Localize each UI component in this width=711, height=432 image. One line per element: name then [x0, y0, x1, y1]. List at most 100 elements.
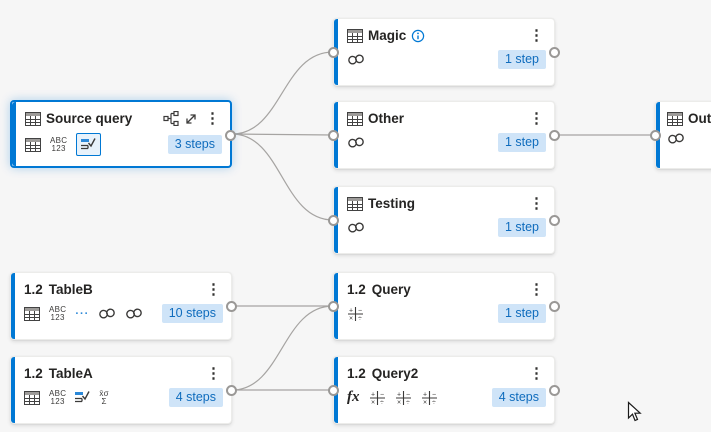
connector-source-testing — [231, 133, 334, 221]
svg-text:×: × — [349, 315, 353, 322]
link-step-icon[interactable] — [347, 222, 365, 233]
output-port[interactable] — [549, 130, 560, 141]
steps-badge[interactable]: 1 step — [497, 133, 546, 152]
steps-badge[interactable]: 4 steps — [168, 388, 223, 407]
link-step-icon[interactable] — [125, 308, 143, 319]
kebab-menu-button[interactable]: ⋮ — [529, 280, 544, 298]
accent-bar — [11, 273, 15, 339]
calculation-step-icon[interactable]: +−× ÷ — [347, 306, 364, 322]
steps-badge[interactable]: 1 step — [497, 304, 546, 323]
svg-text:−: − — [358, 307, 362, 314]
input-port[interactable] — [328, 130, 339, 141]
output-port[interactable] — [226, 301, 237, 312]
steps-badge[interactable]: 4 steps — [491, 388, 546, 407]
svg-text:÷: ÷ — [406, 399, 410, 406]
svg-text:×: × — [397, 399, 401, 406]
output-port[interactable] — [549, 301, 560, 312]
hidden-steps-ellipsis[interactable]: ··· — [75, 307, 90, 320]
calculation-step-icon[interactable]: +−×÷ — [395, 390, 412, 406]
svg-text:+: + — [349, 307, 353, 314]
input-port[interactable] — [650, 130, 661, 141]
steps-badge[interactable]: 1 step — [497, 218, 546, 237]
svg-text:+: + — [371, 391, 375, 398]
table-icon — [347, 196, 363, 211]
query-node-output[interactable]: Outp — [650, 101, 711, 169]
related-queries-icon[interactable] — [163, 111, 179, 126]
table-icon — [347, 28, 363, 43]
output-port[interactable] — [225, 130, 236, 141]
node-title: Other — [368, 111, 405, 126]
table-icon — [25, 111, 41, 126]
svg-text:÷: ÷ — [380, 399, 384, 406]
link-step-icon[interactable] — [347, 54, 365, 65]
svg-text:+: + — [397, 391, 401, 398]
link-step-icon[interactable] — [667, 133, 685, 144]
steps-badge[interactable]: 3 steps — [167, 135, 222, 154]
svg-text:÷: ÷ — [358, 315, 362, 322]
number-type-prefix: 1.2 — [347, 282, 366, 297]
steps-badge[interactable]: 1 step — [497, 50, 546, 69]
number-type-prefix: 1.2 — [24, 282, 43, 297]
number-type-prefix: 1.2 — [347, 366, 366, 381]
kebab-menu-button[interactable]: ⋮ — [529, 364, 544, 382]
table-icon — [347, 111, 363, 126]
info-icon[interactable] — [411, 29, 425, 43]
output-port[interactable] — [226, 385, 237, 396]
custom-function-step-icon[interactable]: fx — [347, 389, 360, 405]
node-title: Magic — [368, 28, 407, 43]
kebab-menu-button[interactable]: ⋮ — [529, 26, 544, 44]
svg-text:×: × — [371, 399, 375, 406]
input-port[interactable] — [328, 47, 339, 58]
accent-bar — [12, 102, 16, 166]
kebab-menu-button[interactable]: ⋮ — [206, 364, 221, 382]
kebab-menu-button[interactable]: ⋮ — [529, 194, 544, 212]
node-title: Query — [371, 282, 411, 297]
table-step-icon[interactable] — [25, 137, 41, 152]
calculation-step-icon[interactable]: +−× ÷ — [421, 390, 438, 406]
svg-text:×: × — [423, 399, 427, 406]
link-step-icon[interactable] — [347, 137, 365, 148]
steps-badge[interactable]: 10 steps — [161, 304, 223, 323]
query-node-query[interactable]: 1.2 Query ⋮ +−× ÷ 1 step — [328, 272, 560, 340]
query-node-query2[interactable]: 1.2 Query2 ⋮ fx +−×÷ +−×÷ +−×÷ 4 steps — [328, 356, 560, 424]
query-node-other[interactable]: Other ⋮ 1 step — [328, 101, 560, 169]
calculation-step-icon[interactable]: +−× ÷ — [369, 390, 386, 406]
input-port[interactable] — [328, 215, 339, 226]
connector-tableA-query — [231, 305, 334, 391]
output-port[interactable] — [549, 385, 560, 396]
svg-text:−: − — [432, 391, 436, 398]
table-step-icon[interactable] — [24, 306, 40, 321]
input-port[interactable] — [328, 301, 339, 312]
svg-text:÷: ÷ — [432, 399, 436, 406]
svg-text:−: − — [380, 391, 384, 398]
expand-icon[interactable] — [184, 112, 198, 126]
link-step-icon[interactable] — [98, 308, 116, 319]
input-port[interactable] — [328, 385, 339, 396]
connector-source-magic — [231, 51, 334, 135]
svg-text:+: + — [423, 391, 427, 398]
query-node-magic[interactable]: Magic ⋮ 1 step — [328, 18, 560, 86]
table-icon — [667, 111, 683, 126]
selected-step-indicator[interactable] — [76, 133, 102, 156]
query-node-testing[interactable]: Testing ⋮ 1 step — [328, 186, 560, 254]
node-title: Outp — [688, 111, 711, 126]
output-port[interactable] — [549, 47, 560, 58]
mouse-cursor — [627, 401, 642, 422]
node-title: Query2 — [371, 366, 419, 381]
kebab-menu-button[interactable]: ⋮ — [529, 109, 544, 127]
choose-columns-step-icon[interactable] — [75, 390, 90, 405]
number-type-prefix: 1.2 — [24, 366, 43, 381]
node-title: TableA — [48, 366, 93, 381]
kebab-menu-button[interactable]: ⋮ — [205, 109, 220, 127]
table-step-icon[interactable] — [24, 390, 40, 405]
kebab-menu-button[interactable]: ⋮ — [206, 280, 221, 298]
output-port[interactable] — [549, 215, 560, 226]
